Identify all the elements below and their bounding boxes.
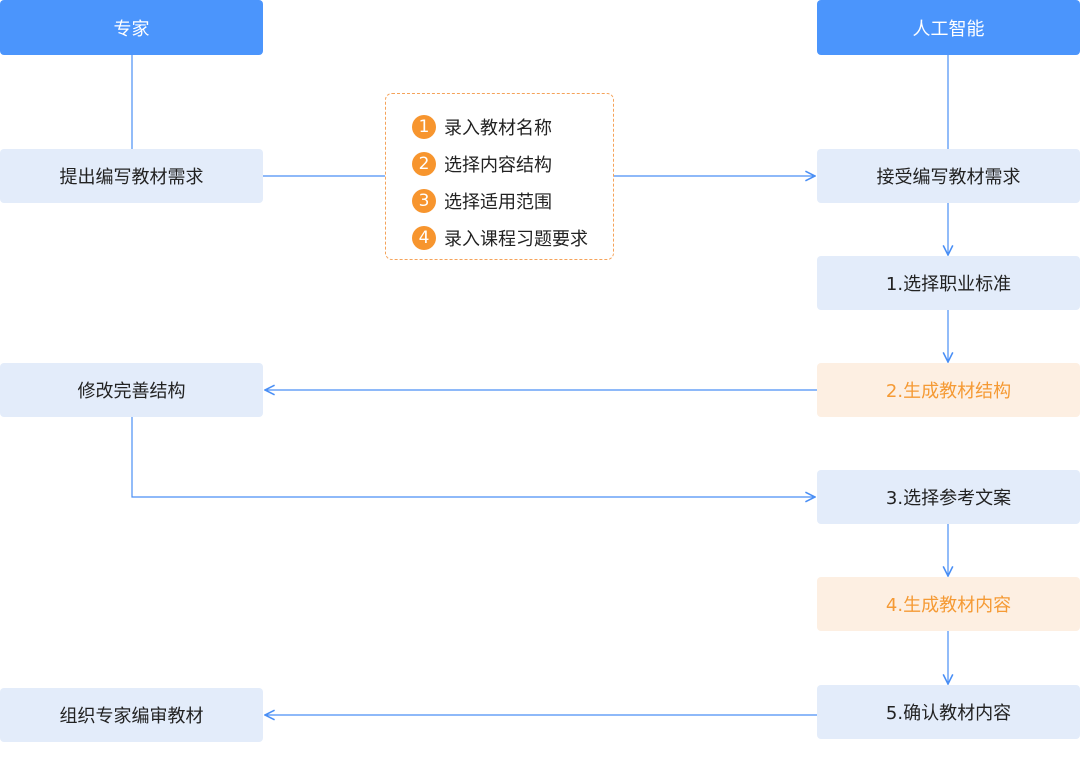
step-label: 选择适用范围 — [444, 191, 552, 213]
node-revise-structure: 修改完善结构 — [0, 363, 263, 417]
header-expert: 专家 — [0, 0, 263, 55]
node-accept-request: 接受编写教材需求 — [817, 149, 1080, 203]
node-select-reference: 3.选择参考文案 — [817, 470, 1080, 524]
header-ai: 人工智能 — [817, 0, 1080, 55]
step-label: 录入教材名称 — [444, 117, 552, 139]
input-steps-panel: 1 录入教材名称 2 选择内容结构 3 选择适用范围 4 录入课程习题要求 — [385, 93, 614, 260]
node-generate-content: 4.生成教材内容 — [817, 577, 1080, 631]
step-item: 4 录入课程习题要求 — [412, 219, 613, 256]
step-number-badge: 2 — [412, 151, 436, 176]
node-organize-review: 组织专家编审教材 — [0, 688, 263, 742]
step-item: 3 选择适用范围 — [412, 182, 613, 219]
step-label: 录入课程习题要求 — [444, 228, 588, 250]
node-confirm-content: 5.确认教材内容 — [817, 685, 1080, 739]
step-number-badge: 3 — [412, 188, 436, 213]
node-generate-structure: 2.生成教材结构 — [817, 363, 1080, 417]
step-number-badge: 1 — [412, 114, 436, 139]
step-number-badge: 4 — [412, 225, 436, 250]
node-submit-request: 提出编写教材需求 — [0, 149, 263, 203]
node-select-standard: 1.选择职业标准 — [817, 256, 1080, 310]
step-item: 1 录入教材名称 — [412, 108, 613, 145]
step-item: 2 选择内容结构 — [412, 145, 613, 182]
step-label: 选择内容结构 — [444, 154, 552, 176]
